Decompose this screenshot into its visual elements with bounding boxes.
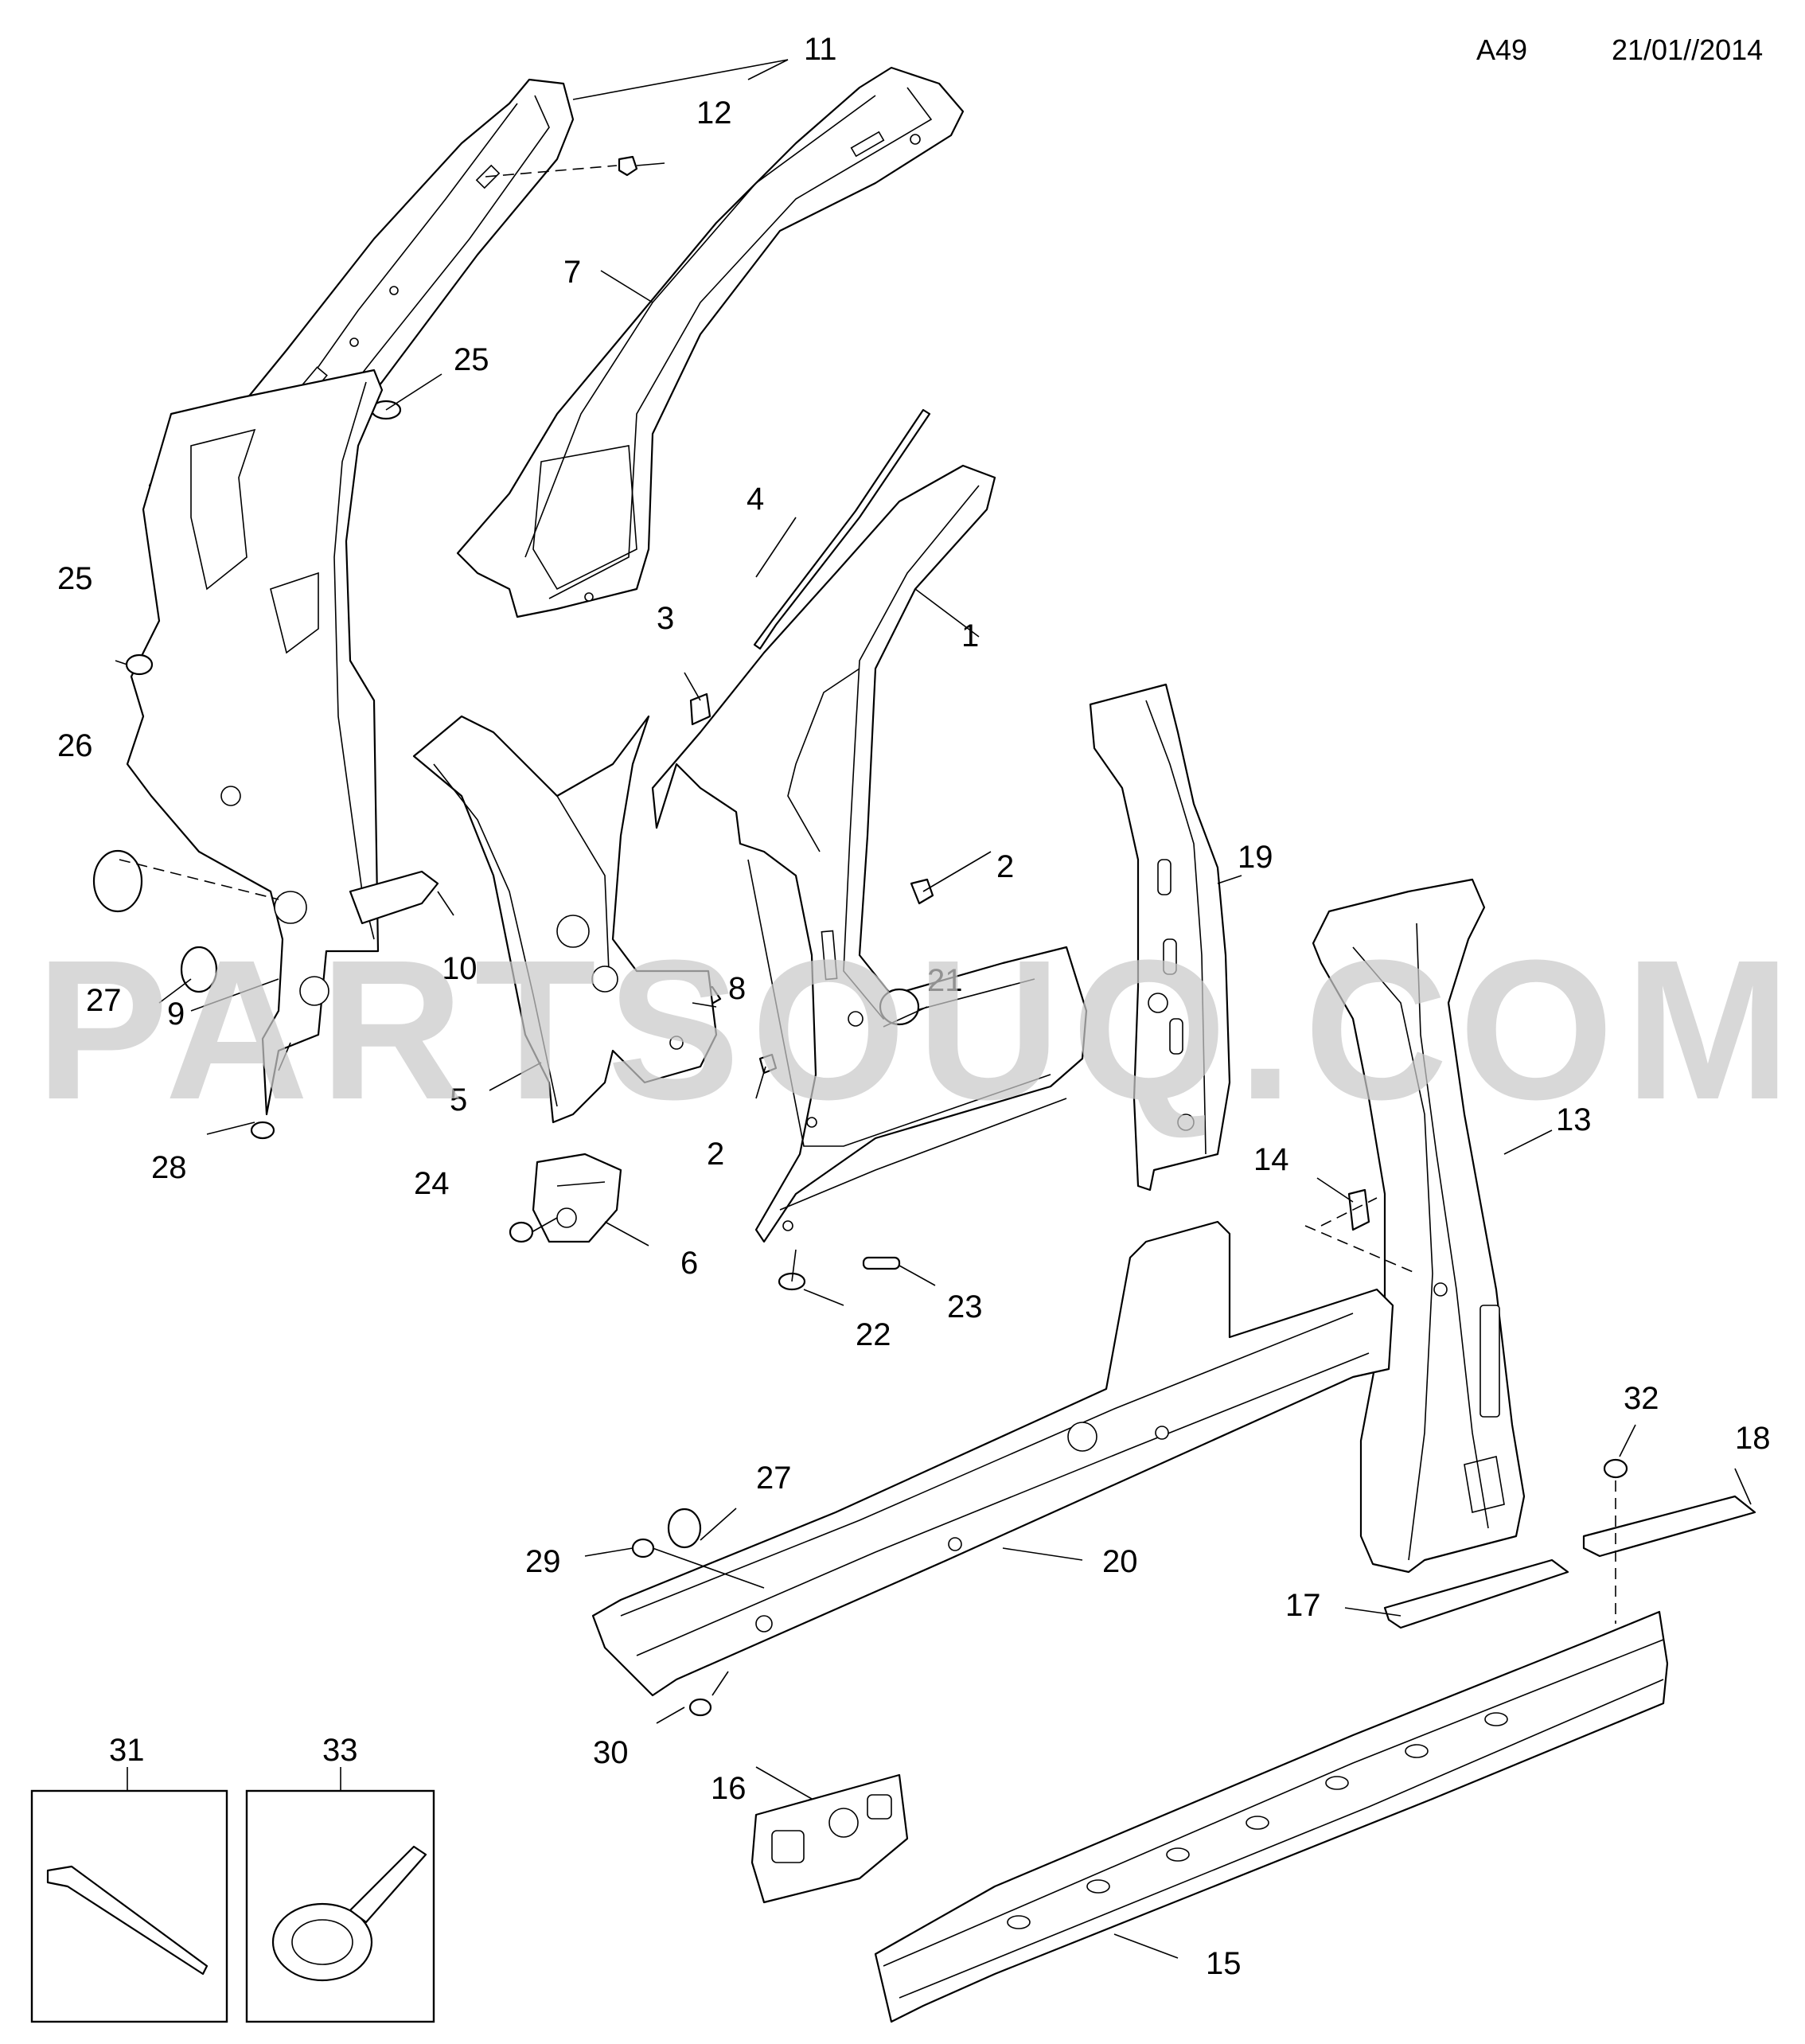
callout-3: 3 xyxy=(657,601,674,636)
inset-33-tape-roll[interactable] xyxy=(245,1789,435,2023)
callout-23: 23 xyxy=(947,1289,983,1324)
callout-17: 17 xyxy=(1285,1588,1321,1623)
part-6-bracket[interactable] xyxy=(532,1153,622,1243)
part-5-hinge-pillar[interactable] xyxy=(412,715,718,1124)
part-23-pad[interactable] xyxy=(862,1256,901,1270)
watermark: PARTSOUQ.COM xyxy=(36,919,1802,1141)
leader-lines xyxy=(115,59,1752,1959)
part-4-seal-strip[interactable] xyxy=(753,408,931,650)
part-27-grommet-lower[interactable] xyxy=(667,1508,702,1549)
part-2-clip-upper[interactable] xyxy=(910,878,934,905)
callout-32: 32 xyxy=(1624,1381,1659,1416)
part-2-clip-lower[interactable] xyxy=(758,1053,778,1075)
callout-5: 5 xyxy=(450,1082,467,1118)
part-9-lower-panel[interactable] xyxy=(126,369,384,1116)
callout-22: 22 xyxy=(856,1317,891,1352)
callout-9: 9 xyxy=(167,997,185,1032)
diagram-code: A49 xyxy=(1476,33,1527,66)
part-12-clip[interactable] xyxy=(618,155,638,177)
part-16-plate[interactable] xyxy=(750,1773,909,1904)
callout-21: 21 xyxy=(927,963,963,998)
callout-30: 30 xyxy=(593,1735,629,1770)
callout-labels: 1 2 2 3 4 5 6 7 8 9 10 11 12 13 14 15 16… xyxy=(57,32,1771,1981)
callout-11: 11 xyxy=(804,32,837,67)
part-28-clip[interactable] xyxy=(250,1121,275,1140)
callout-15: 15 xyxy=(1206,1946,1242,1981)
part-13-b-pillar-outer[interactable] xyxy=(1312,878,1526,1574)
callout-29: 29 xyxy=(525,1544,561,1579)
part-26-grommet[interactable] xyxy=(92,849,143,913)
callout-6: 6 xyxy=(680,1246,698,1281)
callout-7: 7 xyxy=(563,255,581,290)
part-24-nut[interactable] xyxy=(509,1221,534,1243)
callout-2: 2 xyxy=(707,1137,724,1172)
callout-16: 16 xyxy=(711,1771,747,1806)
callout-18: 18 xyxy=(1735,1421,1771,1456)
part-14-bracket[interactable] xyxy=(1347,1188,1370,1231)
callout-19: 19 xyxy=(1238,840,1273,875)
part-20-rocker-inner[interactable] xyxy=(591,1220,1394,1697)
part-10-plate[interactable] xyxy=(349,870,439,925)
part-15-rocker-outer[interactable] xyxy=(874,1610,1669,2023)
part-17-bracket[interactable] xyxy=(1383,1558,1569,1629)
inset-31-rivet[interactable] xyxy=(30,1789,228,2023)
callout-25: 25 xyxy=(454,342,489,377)
part-29-plug[interactable] xyxy=(631,1538,655,1558)
callout-26: 26 xyxy=(57,728,93,763)
callout-4: 4 xyxy=(747,482,764,517)
callout-28: 28 xyxy=(151,1150,187,1185)
callout-31: 31 xyxy=(109,1733,145,1768)
diagram-date: 21/01//2014 xyxy=(1612,33,1763,66)
callout-2: 2 xyxy=(996,849,1014,884)
part-19-b-pillar-inner[interactable] xyxy=(1089,683,1231,1192)
part-18-bracket[interactable] xyxy=(1582,1495,1756,1558)
part-30-clip[interactable] xyxy=(688,1698,712,1717)
part-25-plug-lower[interactable] xyxy=(125,653,154,676)
callout-12: 12 xyxy=(696,96,732,131)
callout-1: 1 xyxy=(961,618,979,653)
part-1-a-pillar-outer[interactable] xyxy=(651,464,1088,1243)
part-27-grommet-upper[interactable] xyxy=(180,946,218,993)
callout-25: 25 xyxy=(57,561,93,596)
part-3-bracket[interactable] xyxy=(689,692,711,726)
callout-20: 20 xyxy=(1102,1544,1138,1579)
callout-10: 10 xyxy=(442,951,478,986)
callout-8: 8 xyxy=(728,971,746,1006)
callout-24: 24 xyxy=(414,1166,450,1201)
part-32-nut[interactable] xyxy=(1603,1458,1628,1479)
callout-14: 14 xyxy=(1253,1142,1289,1177)
callout-27: 27 xyxy=(756,1461,792,1496)
callout-13: 13 xyxy=(1556,1102,1592,1137)
callout-27: 27 xyxy=(86,983,122,1018)
callout-33: 33 xyxy=(322,1733,358,1768)
